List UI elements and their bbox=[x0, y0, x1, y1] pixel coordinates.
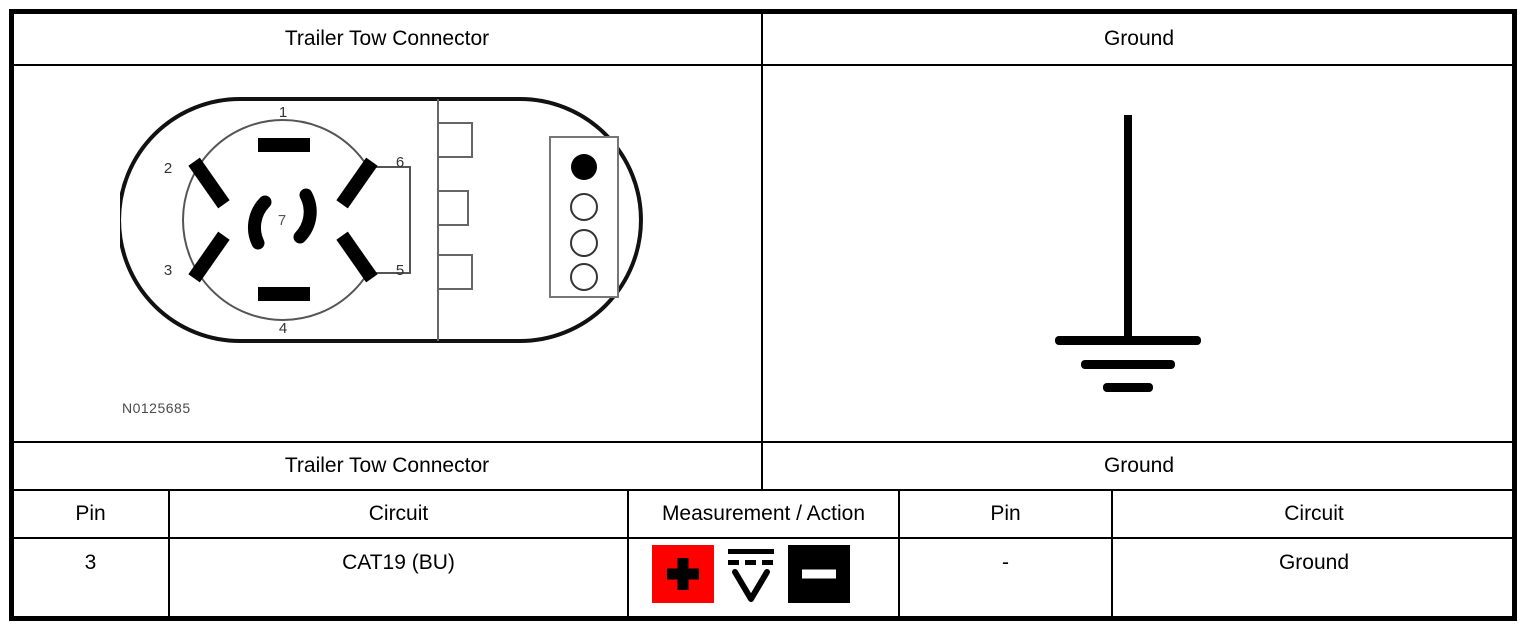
dc-dash-3 bbox=[762, 560, 773, 565]
panel-title-right: Ground bbox=[1103, 27, 1175, 51]
pin-blade-2 bbox=[188, 157, 230, 209]
rule-right-pin-circuit bbox=[1111, 489, 1113, 616]
secondary-contact-1 bbox=[571, 154, 597, 180]
dc-voltage-icon bbox=[723, 545, 779, 603]
header-right-pin: Pin bbox=[990, 501, 1021, 525]
section-title-right: Ground bbox=[1103, 453, 1175, 477]
rule-circuit-measurement bbox=[627, 489, 629, 616]
positive-probe-icon bbox=[652, 545, 714, 603]
secondary-contact-2 bbox=[570, 193, 598, 221]
connector-part-number: N0125685 bbox=[122, 400, 191, 416]
rule-measurement-rightpin bbox=[898, 489, 900, 616]
pin-blade-4 bbox=[258, 287, 310, 301]
rule-panel-split bbox=[761, 11, 763, 489]
pin-blade-7b bbox=[293, 188, 317, 244]
ground-bar-1 bbox=[1055, 336, 1201, 345]
rule-above-section-titles bbox=[11, 441, 1515, 443]
row-left-circuit: CAT19 (BU) bbox=[342, 551, 455, 575]
dc-dash-2 bbox=[745, 560, 756, 565]
ground-symbol bbox=[1005, 105, 1255, 405]
ground-symbol-svg bbox=[1055, 115, 1201, 392]
dc-solid-line bbox=[728, 549, 774, 554]
pin-label-5: 5 bbox=[396, 262, 404, 279]
secondary-contact-4 bbox=[570, 263, 598, 291]
header-measurement-action: Measurement / Action bbox=[661, 501, 866, 525]
row-right-pin: - bbox=[1002, 551, 1009, 575]
pin-label-2: 2 bbox=[164, 160, 172, 177]
header-right-circuit: Circuit bbox=[1284, 501, 1344, 525]
bracket-notch-1 bbox=[438, 122, 473, 158]
pin-blade-7a bbox=[247, 195, 272, 250]
pin-blade-5 bbox=[336, 231, 378, 283]
ground-bar-2 bbox=[1081, 360, 1175, 369]
pin-blade-6 bbox=[336, 157, 378, 209]
rule-above-table-header bbox=[11, 489, 1515, 491]
header-left-pin: Pin bbox=[75, 501, 106, 525]
dc-voltage-svg bbox=[728, 549, 774, 602]
trailer-tow-connector-diagram: 1 2 3 4 5 6 7 bbox=[117, 95, 680, 385]
ground-bar-3 bbox=[1103, 383, 1153, 392]
rule-left-pin-circuit bbox=[168, 489, 170, 616]
carrier-key-tab bbox=[364, 166, 411, 274]
outer-frame bbox=[9, 9, 1517, 621]
row-left-pin: 3 bbox=[84, 551, 97, 575]
negative-probe-icon bbox=[788, 545, 850, 603]
row-measurement-action bbox=[652, 543, 892, 605]
rule-below-panel-titles bbox=[11, 64, 1515, 66]
header-left-circuit: Circuit bbox=[368, 501, 429, 525]
pin-label-6: 6 bbox=[396, 154, 404, 171]
pin-blade-1 bbox=[258, 138, 310, 152]
row-right-circuit: Ground bbox=[1278, 551, 1350, 575]
bracket-notch-2 bbox=[438, 190, 469, 226]
connector-svg: 1 2 3 4 5 6 7 bbox=[117, 97, 643, 343]
pin-label-4: 4 bbox=[279, 320, 287, 337]
section-title-left: Trailer Tow Connector bbox=[284, 453, 490, 477]
dc-volt-v-glyph bbox=[732, 569, 770, 602]
pin-blade-3 bbox=[188, 231, 230, 283]
pin-label-3: 3 bbox=[164, 262, 172, 279]
dc-dash-1 bbox=[728, 560, 739, 565]
pin-label-1: 1 bbox=[279, 104, 287, 121]
pin-label-7: 7 bbox=[278, 212, 286, 229]
rule-below-table-header bbox=[11, 537, 1515, 539]
secondary-contact-3 bbox=[570, 229, 598, 257]
ground-stem bbox=[1124, 115, 1132, 340]
bracket-notch-3 bbox=[438, 254, 473, 290]
panel-title-left: Trailer Tow Connector bbox=[284, 27, 490, 51]
